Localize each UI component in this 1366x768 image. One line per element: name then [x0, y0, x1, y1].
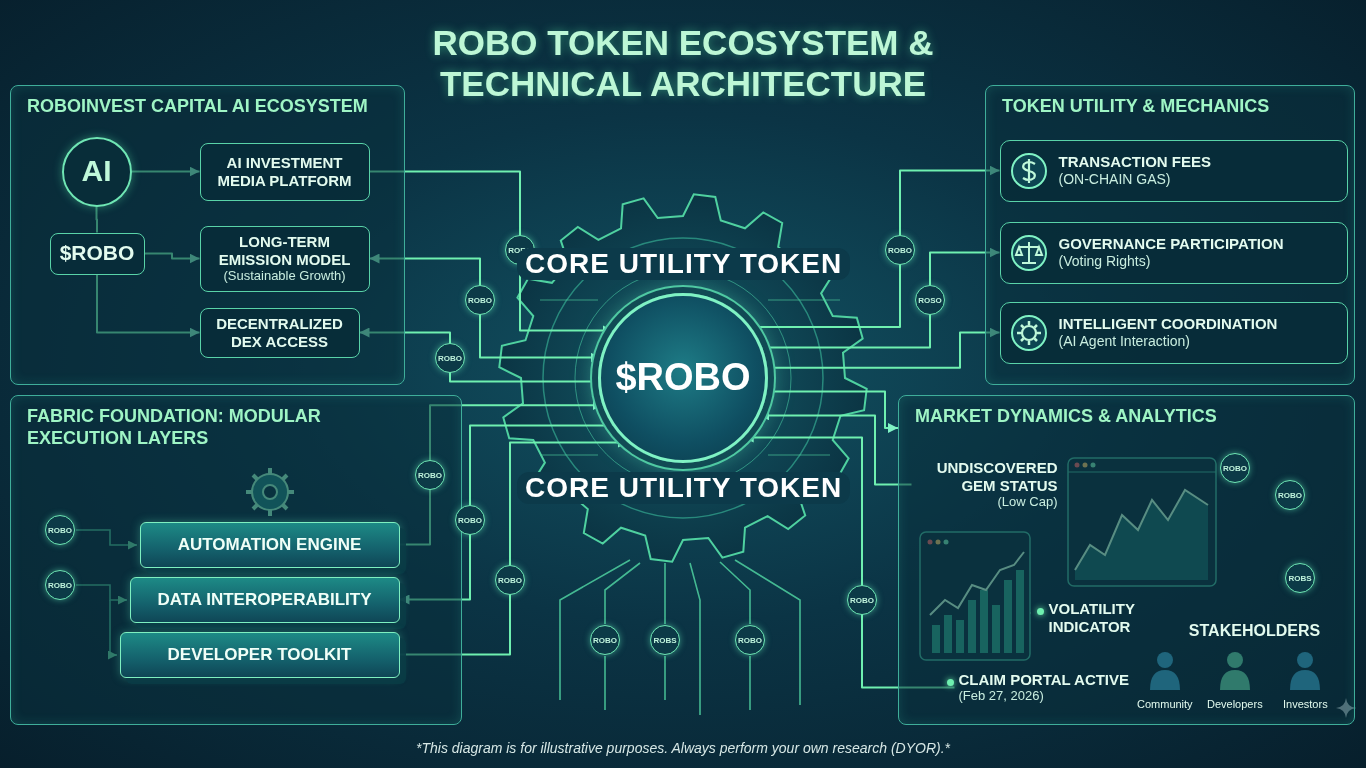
graphic-part — [604, 656, 606, 710]
layer-slab: DATA INTEROPERABILITY — [130, 577, 400, 623]
node-title: UNDISCOVERED GEM STATUS — [916, 459, 1058, 494]
group-panel: TOKEN UTILITY & MECHANICS TRANSACTION FEE… — [985, 85, 1355, 385]
token-coin: ROBO — [1275, 480, 1305, 510]
token-coin: ROBO — [847, 585, 877, 615]
gear-outline — [499, 194, 866, 561]
core-token-circle: $ROBO — [598, 293, 768, 463]
graphic-part — [690, 563, 700, 715]
node-title: VOLATILITY INDICATOR — [1049, 600, 1161, 635]
process-box: LONG-TERM EMISSION MODEL(Sustainable Gro… — [200, 226, 370, 292]
graphic-part — [1012, 154, 1046, 188]
node-title: $ROBO — [615, 356, 750, 400]
token-coin: ROBO — [465, 285, 495, 315]
process-box: DECENTRALIZED DEX ACCESS — [200, 308, 360, 358]
node-title: DECENTRALIZED DEX ACCESS — [209, 315, 351, 350]
stakeholder-name: Developers — [1207, 698, 1263, 710]
node-subtitle: (Voting Rights) — [1059, 253, 1339, 270]
token-coin: ROBO — [435, 343, 465, 373]
node-title: INTELLIGENT COORDINATION — [1059, 315, 1339, 332]
connector — [767, 392, 898, 428]
token-coin: ROBO — [735, 625, 765, 655]
graphic-part — [1012, 316, 1046, 350]
utility-icon — [1009, 313, 1049, 353]
stakeholder-name: Community — [1137, 698, 1193, 710]
utility-box: GOVERNANCE PARTICIPATION(Voting Rights) — [1000, 222, 1348, 284]
graphic-part — [664, 656, 666, 700]
process-box: $ROBO — [50, 233, 145, 275]
panel-heading: MARKET DYNAMICS & ANALYTICS — [915, 406, 1354, 428]
token-coin: ROBO — [45, 515, 75, 545]
panel-heading: FABRIC FOUNDATION: MODULAR EXECUTION LAY… — [27, 406, 327, 449]
node-title: TRANSACTION FEES — [1059, 153, 1339, 170]
node-title: CLAIM PORTAL ACTIVE — [959, 671, 1136, 688]
node-title: STAKEHOLDERS — [1189, 622, 1320, 640]
token-coin: ROSO — [915, 285, 945, 315]
node-subtitle: (Feb 27, 2026) — [959, 688, 1136, 704]
graphic-part — [1012, 236, 1046, 270]
group-panel: MARKET DYNAMICS & ANALYTICS UNDISCOVERED … — [898, 395, 1355, 725]
graphic-part — [560, 560, 630, 700]
node-title: GOVERNANCE PARTICIPATION — [1059, 235, 1339, 252]
connector — [767, 333, 999, 368]
info-item: STAKEHOLDERS — [1165, 620, 1345, 644]
node-subtitle: (ON-CHAIN GAS) — [1059, 171, 1339, 188]
info-item: UNDISCOVERED GEM STATUS(Low Cap) — [912, 455, 1062, 515]
utility-box: TRANSACTION FEES(ON-CHAIN GAS) — [1000, 140, 1348, 202]
process-box: AI INVESTMENT MEDIA PLATFORM — [200, 143, 370, 201]
graphic-part — [1016, 242, 1042, 263]
graphic-part — [1017, 321, 1041, 345]
utility-box: INTELLIGENT COORDINATION(AI Agent Intera… — [1000, 302, 1348, 364]
token-coin: ROBO — [415, 460, 445, 490]
graphic-part — [735, 560, 800, 705]
group-panel: FABRIC FOUNDATION: MODULAR EXECUTION LAY… — [10, 395, 462, 725]
token-coin: ROBO — [1220, 453, 1250, 483]
node-title: DATA INTEROPERABILITY — [157, 590, 371, 610]
node-title: AI — [82, 154, 112, 189]
node-subtitle: (Low Cap) — [998, 494, 1058, 510]
panel-heading: TOKEN UTILITY & MECHANICS — [1002, 96, 1354, 118]
token-coin: ROBO — [45, 570, 75, 600]
graphic-part — [720, 562, 750, 624]
node-subtitle: (AI Agent Interaction) — [1059, 333, 1339, 350]
layer-slab: AUTOMATION ENGINE — [140, 522, 400, 568]
layer-slab: DEVELOPER TOOLKIT — [120, 632, 400, 678]
token-coin: ROBO — [885, 235, 915, 265]
token-coin: ROBS — [650, 625, 680, 655]
info-item: VOLATILITY INDICATOR — [1045, 598, 1165, 638]
panel-heading: ROBOINVEST CAPITAL AI ECOSYSTEM — [27, 96, 404, 118]
node-title: AI INVESTMENT MEDIA PLATFORM — [209, 154, 361, 189]
graphic-part — [1022, 326, 1036, 340]
token-coin: ROBS — [1285, 563, 1315, 593]
diagram-title: ROBO TOKEN ECOSYSTEM & TECHNICAL ARCHITE… — [383, 22, 983, 105]
utility-icon — [1009, 151, 1049, 191]
utility-icon — [1009, 233, 1049, 273]
graphic-part — [1023, 159, 1035, 183]
node-title: DEVELOPER TOOLKIT — [168, 645, 352, 665]
token-coin: ROBO — [455, 505, 485, 535]
node-title: AUTOMATION ENGINE — [178, 535, 362, 555]
node-subtitle: (Sustainable Growth) — [223, 268, 345, 284]
ai-circle: AI — [62, 137, 132, 207]
caption: *This diagram is for illustrative purpos… — [0, 740, 1366, 756]
stakeholder-name: Investors — [1283, 698, 1328, 710]
group-panel: ROBOINVEST CAPITAL AI ECOSYSTEM AI $ROBO AI… — [10, 85, 405, 385]
info-item: CLAIM PORTAL ACTIVE(Feb 27, 2026) — [955, 666, 1140, 710]
token-coin: ROBO — [495, 565, 525, 595]
graphic-part — [664, 563, 666, 624]
curved-banner-text: CORE UTILITY TOKEN — [517, 248, 850, 280]
node-title: $ROBO — [60, 241, 135, 265]
token-coin: ROBO — [590, 625, 620, 655]
graphic-part — [749, 656, 751, 710]
node-title: LONG-TERM EMISSION MODEL — [209, 233, 361, 268]
curved-banner-text: CORE UTILITY TOKEN — [517, 472, 850, 504]
gear-ring — [575, 270, 791, 486]
gear — [499, 194, 866, 561]
